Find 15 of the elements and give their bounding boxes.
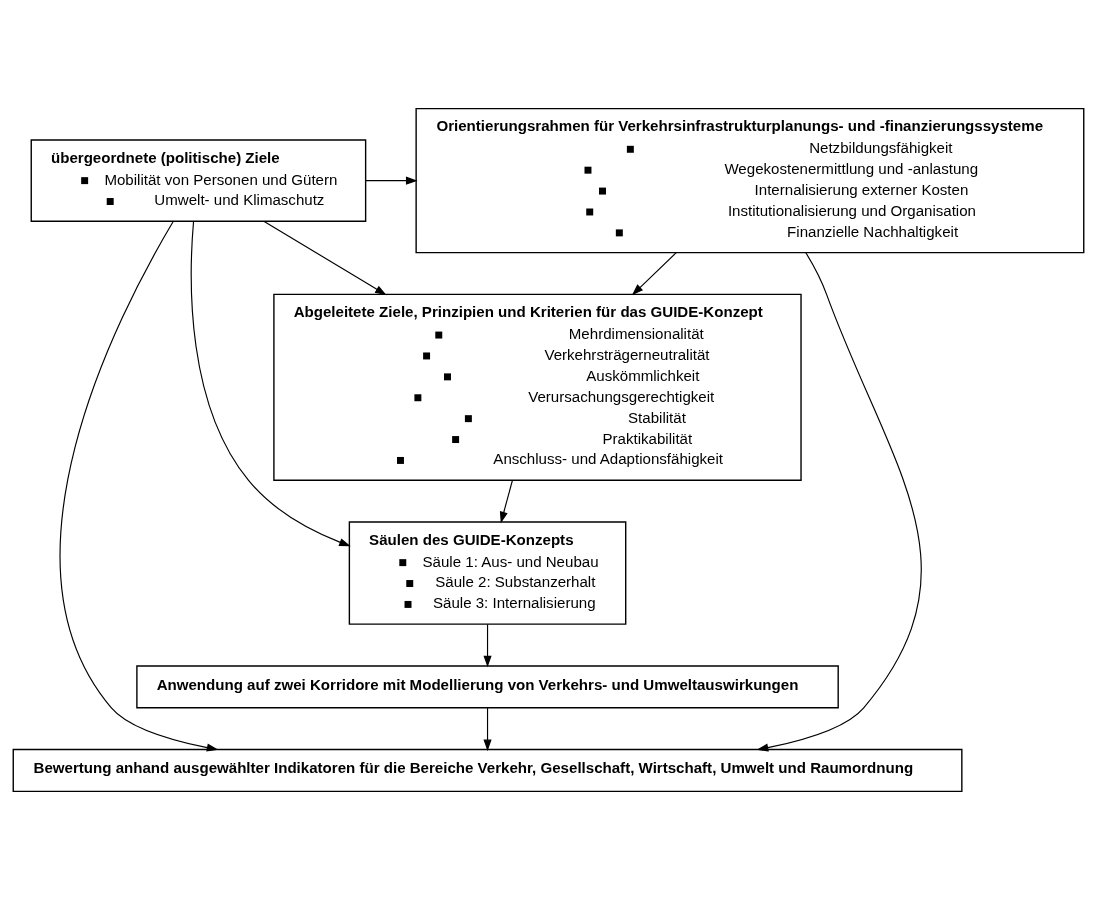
- arrow: [756, 252, 922, 752]
- arrow: [190, 221, 351, 547]
- arrow: [263, 220, 387, 296]
- arrow: [483, 707, 492, 752]
- arrow: [365, 176, 418, 185]
- node-box: übergeordnete (politische) Ziele Mobilität von Personen und Gütern Umwelt- und Klimaschutz: [30, 139, 367, 222]
- node-box: Bewertung anhand ausgewählter Indikatoren für die Bereiche Verkehr, Gesellschaft, Wirtschaft, Umwelt und Raumordnung: [12, 748, 963, 793]
- node-box: Anwendung auf zwei Korridore mit Modellierung von Verkehrs- und Umweltauswirkungen: [136, 665, 839, 709]
- arrow: [483, 623, 492, 668]
- arrow: [631, 252, 677, 296]
- node-box: Abgeleitete Ziele, Prinzipien und Kriterien für das GUIDE-Konzept Mehrdimensionalität Verkehrsträgerneutralität Auskömmlichkeit Verursachungsgerechtigkeit Stabilität Praktikabilität Anschluss- und Adaptionsfähigkeit: [273, 293, 802, 481]
- arrow: [60, 220, 219, 752]
- node-box: Orientierungsrahmen für Verkehrsinfrastrukturplanungs- und -finanzierungssysteme Netzbildungsfähigkeit Wegekostenermittlung und -anlastung Internalisierung externer Kosten Institutionalisierung und Organisation Finanzielle Nachhaltigkeit: [415, 107, 1085, 254]
- node-box: Säulen des GUIDE-Konzepts Säule 1: Aus- und Neubau Säule 2: Substanzerhalt Säule 3: Internalisierung: [348, 521, 627, 625]
- arrow: [499, 480, 513, 524]
